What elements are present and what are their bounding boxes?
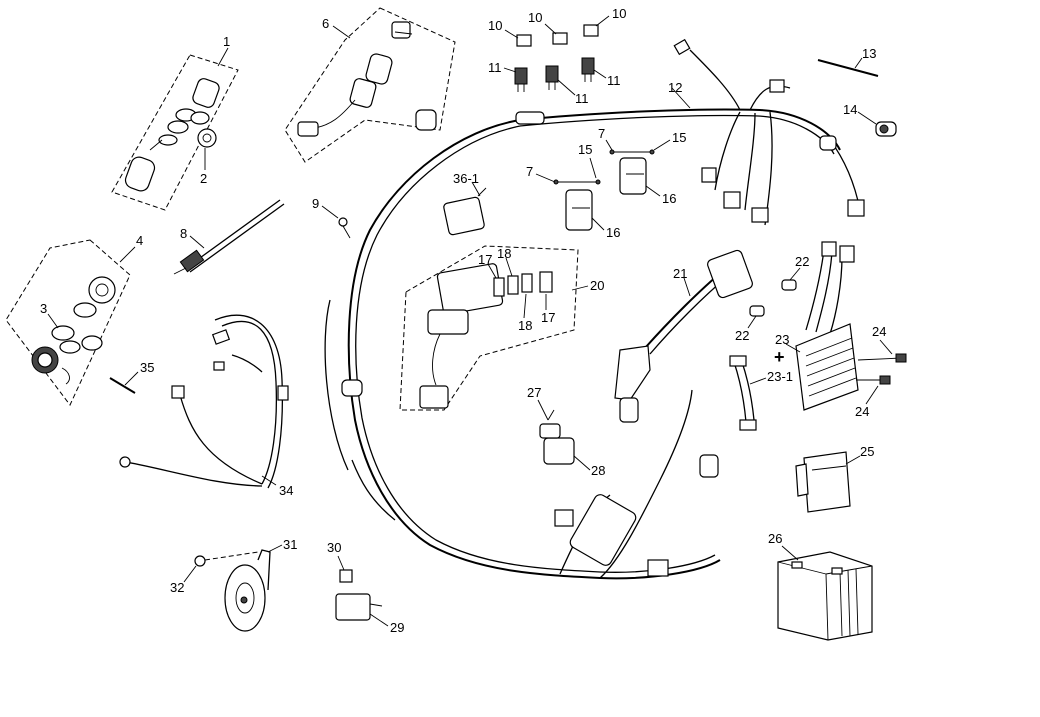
callout-21: 21	[673, 266, 687, 281]
cables-34	[119, 314, 289, 489]
callout-25: 25	[860, 444, 874, 459]
ignition-coil-21	[614, 249, 753, 423]
callout-7a: 7	[526, 164, 533, 179]
callout-10c: 10	[612, 6, 626, 21]
cdi-25	[795, 451, 851, 513]
pigtail-23-1	[729, 355, 757, 431]
callout-31: 31	[283, 537, 297, 552]
relays-16	[553, 149, 655, 231]
callout-17a: 17	[478, 252, 492, 267]
callout-30: 30	[327, 540, 341, 555]
relay-36-1	[443, 187, 487, 236]
callout-14: 14	[843, 102, 857, 117]
starter-relay-28	[539, 409, 575, 465]
callout-11c: 11	[607, 73, 621, 88]
clip-14	[875, 121, 897, 137]
callout-22b: 22	[735, 328, 749, 343]
callout-13: 13	[862, 46, 876, 61]
part-group-4	[5, 239, 131, 406]
rod-13	[817, 59, 879, 77]
callout-24b: 24	[855, 404, 869, 419]
callout-10a: 10	[488, 18, 502, 33]
plus-mark: +	[774, 347, 785, 367]
callout-6: 6	[322, 16, 329, 31]
callout-24a: 24	[872, 324, 886, 339]
callout-36-1: 36-1	[453, 171, 479, 186]
callout-1: 1	[223, 34, 230, 49]
callout-23: 23	[775, 332, 789, 347]
callout-28: 28	[591, 463, 605, 478]
callout-7b: 7	[598, 126, 605, 141]
callout-9: 9	[312, 196, 319, 211]
callout-16a: 16	[606, 225, 620, 240]
regulator-23	[795, 241, 907, 411]
connectors-11	[514, 57, 595, 92]
callout-15b: 15	[672, 130, 686, 145]
callout-17b: 17	[541, 310, 555, 325]
callout-32: 32	[170, 580, 184, 595]
bolts-22	[749, 279, 797, 317]
callout-18b: 18	[518, 318, 532, 333]
sensor-8	[173, 199, 285, 275]
callout-18a: 18	[497, 246, 511, 261]
callout-11a: 11	[488, 60, 502, 75]
callout-15a: 15	[578, 142, 592, 157]
callout-2: 2	[200, 171, 207, 186]
callout-16b: 16	[662, 191, 676, 206]
part-group-6	[284, 7, 456, 163]
callout-23-1: 23-1	[767, 369, 793, 384]
callout-22a: 22	[795, 254, 809, 269]
battery-26	[777, 551, 873, 641]
callout-29: 29	[390, 620, 404, 635]
bolt-9	[338, 217, 351, 239]
callout-20: 20	[590, 278, 604, 293]
callout-8: 8	[180, 226, 187, 241]
pin-35	[109, 377, 136, 394]
callout-27: 27	[527, 385, 541, 400]
connectors-10	[516, 24, 599, 47]
callout-3: 3	[40, 301, 47, 316]
part-group-1	[111, 54, 239, 211]
relay-29	[335, 569, 383, 621]
fuse-box-20	[399, 245, 579, 411]
callout-11b: 11	[575, 91, 589, 106]
horn-31	[194, 549, 271, 632]
callout-34: 34	[279, 483, 293, 498]
main-harness-12	[324, 38, 865, 580]
callout-12: 12	[668, 80, 682, 95]
callout-26: 26	[768, 531, 782, 546]
callout-35: 35	[140, 360, 154, 375]
callout-10b: 10	[528, 10, 542, 25]
callout-4: 4	[136, 233, 143, 248]
